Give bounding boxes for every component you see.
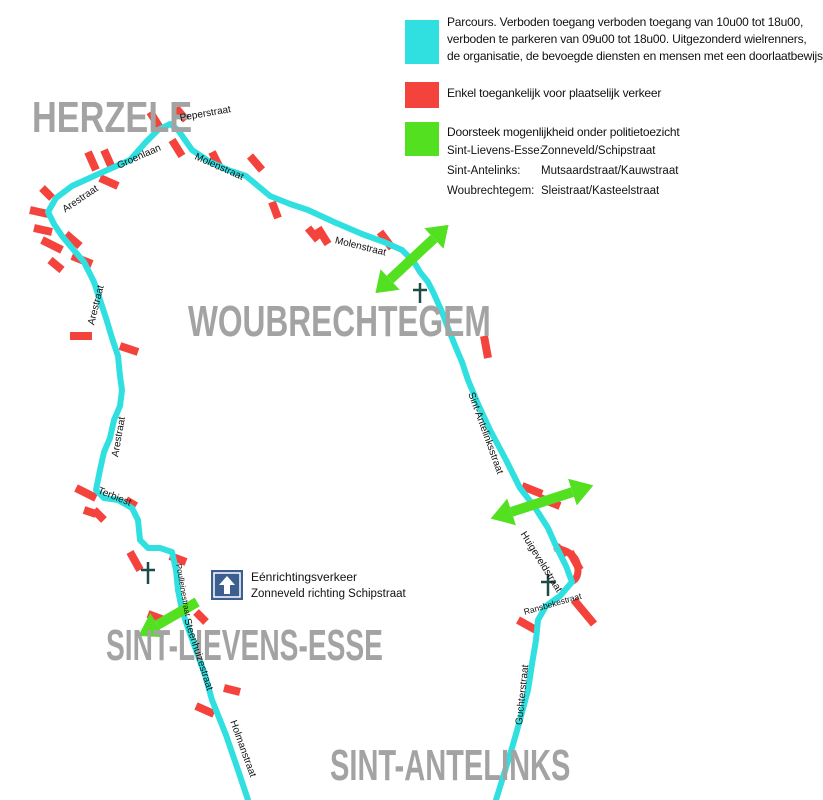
passage-streets: Sleistraat/Kasteelstraat <box>541 185 660 197</box>
cross-icon <box>541 574 555 596</box>
town-label-herzele: HERZELE <box>32 93 193 142</box>
passage-streets: Mutsaardstraat/Kauwstraat <box>541 165 679 177</box>
legend-course-line-1: Parcours. Verboden toegang verboden toeg… <box>447 15 804 29</box>
arrow-up-icon <box>211 570 243 600</box>
passage-streets: Zonneveld/Schipstraat <box>541 145 656 157</box>
town-label-sint-lievens-esse: SINT-LIEVENS-ESSE <box>106 621 383 670</box>
legend-swatch-passage <box>405 122 439 156</box>
route-map <box>29 105 598 800</box>
legend-course-line-2: verboden te parkeren van 09u00 tot 18u00… <box>447 32 807 46</box>
passage-arrows <box>138 224 594 638</box>
cross-icon <box>141 562 155 584</box>
legend-course-line-3: de organisatie, de bevoegde diensten en … <box>447 49 823 63</box>
cross-icon <box>413 283 427 303</box>
legend-local-traffic-text: Enkel toegankelijk voor plaatselijk verk… <box>447 86 662 100</box>
legend-swatch-local-traffic <box>405 82 439 108</box>
town-label-sint-antelinks: SINT-ANTELINKS <box>330 741 571 790</box>
passage-arrow-sint-lievens-esse <box>138 597 200 638</box>
local-traffic-blocks <box>29 105 598 718</box>
legend-passage-text: Doorsteek mogenlijkheid onder politietoe… <box>447 125 680 139</box>
town-label-woubrechtegem: WOUBRECHTEGEM <box>188 297 491 346</box>
passage-place: Woubrechtegem: <box>447 185 535 197</box>
passage-place: Sint-Lievens-Esse: <box>447 145 543 157</box>
passage-place: Sint-Antelinks: <box>447 165 521 177</box>
legend-swatch-course <box>405 20 439 64</box>
one-way-subtitle: Zonneveld richting Schipstraat <box>251 588 406 600</box>
passage-arrow-sint-antelinks <box>490 478 594 526</box>
passage-arrow-woubrechtegem <box>375 224 449 294</box>
one-way-title: Eénrichtingsverkeer <box>251 570 358 584</box>
